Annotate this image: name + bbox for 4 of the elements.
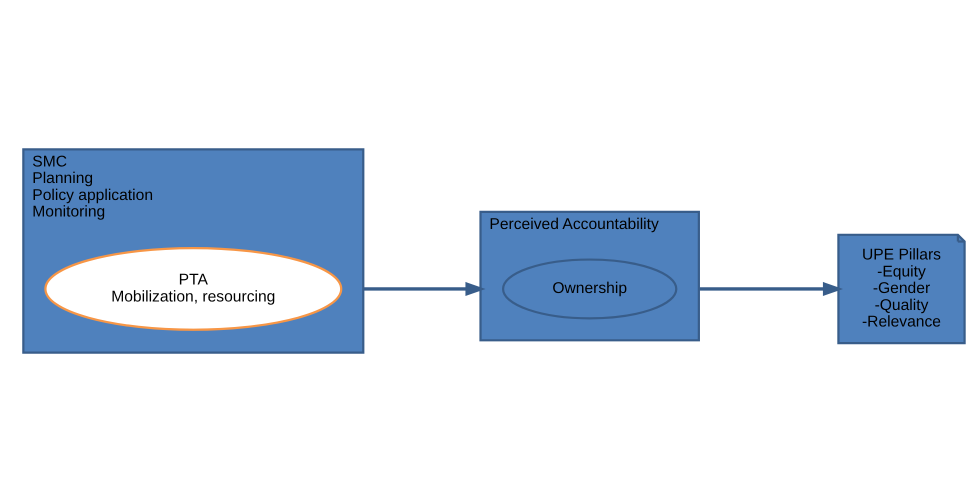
arrow <box>698 282 844 296</box>
node-ellipse: PTA Mobilization, resourcing <box>44 247 342 331</box>
arrow <box>363 282 486 296</box>
node-ellipse: Ownership <box>502 258 678 320</box>
